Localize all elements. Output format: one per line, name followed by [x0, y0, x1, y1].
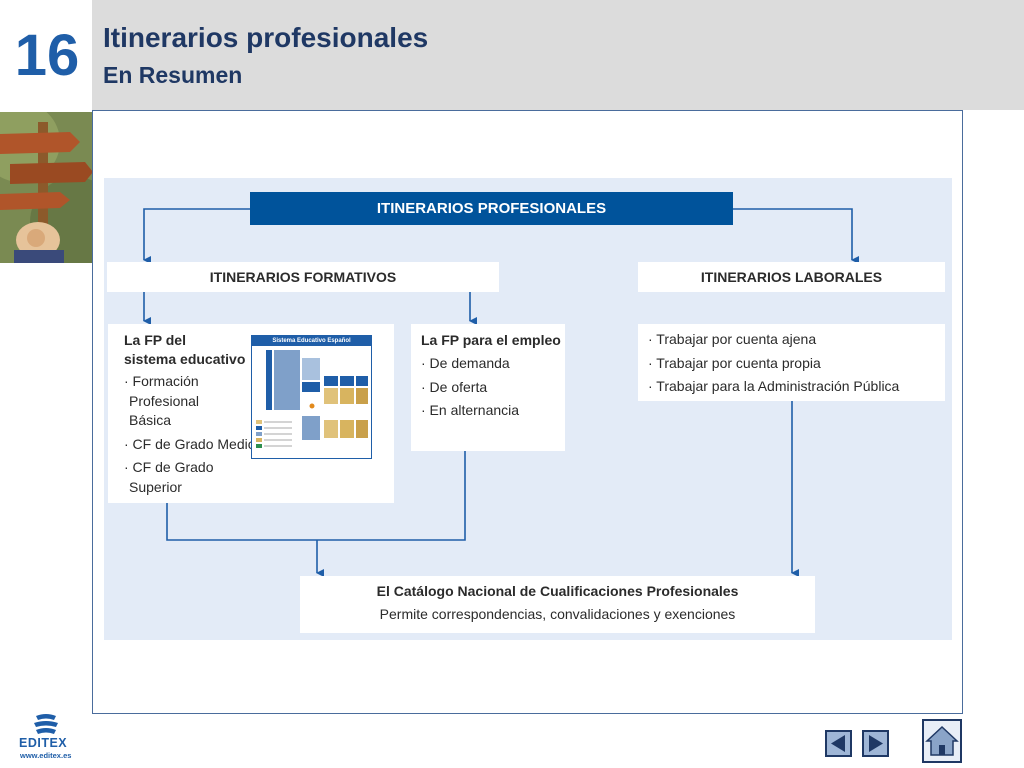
list-item: · De demanda: [421, 355, 510, 371]
list-item: Superior: [129, 478, 182, 495]
list-item: · Formación: [124, 373, 199, 389]
prev-button[interactable]: [825, 730, 852, 757]
thumbnail-title: Sistema Educativo Español: [252, 336, 371, 346]
thumbnail-graphic: [256, 350, 368, 448]
laborales-header: ITINERARIOS LABORALES: [638, 262, 945, 292]
fp-empleo-title: La FP para el empleo: [421, 332, 561, 348]
catalogo-box: El Catálogo Nacional de Cualificaciones …: [300, 576, 815, 633]
list-item: · En alternancia: [421, 402, 520, 418]
home-icon: [925, 725, 959, 756]
catalogo-title: El Catálogo Nacional de Cualificaciones …: [376, 583, 739, 599]
catalogo-subtitle: Permite correspondencias, convalidacione…: [379, 606, 736, 622]
home-button[interactable]: [922, 719, 962, 763]
triangle-right-icon: [869, 735, 883, 752]
laborales-box: · Trabajar por cuenta ajena · Trabajar p…: [638, 324, 945, 401]
formativos-header: ITINERARIOS FORMATIVOS: [107, 262, 499, 292]
editex-logo-icon: [34, 714, 58, 734]
next-button[interactable]: [862, 730, 889, 757]
fp-sistema-title-2: sistema educativo: [124, 351, 246, 367]
list-item: · Trabajar por cuenta propia: [648, 354, 821, 371]
chapter-number: 16: [14, 23, 80, 88]
root-node: ITINERARIOS PROFESIONALES: [250, 192, 733, 225]
page-title: Itinerarios profesionales: [103, 22, 429, 53]
fp-empleo-box: La FP para el empleo · De demanda · De o…: [411, 324, 565, 451]
sistema-educativo-thumbnail: Sistema Educativo Español: [251, 335, 372, 459]
list-item: Básica: [129, 412, 172, 428]
list-item: · Trabajar por cuenta ajena: [648, 331, 817, 347]
list-item: · De oferta: [421, 378, 488, 395]
page-subtitle: En Resumen: [103, 62, 243, 88]
triangle-left-icon: [831, 735, 845, 752]
list-item: · Trabajar para la Administración Públic…: [648, 378, 900, 394]
editex-logo: [18, 712, 78, 762]
list-item: · CF de Grado: [124, 459, 214, 475]
signpost-photo: [0, 112, 93, 263]
header-bar: [92, 0, 1024, 110]
list-item: · CF de Grado Medio: [124, 435, 256, 452]
editex-logo-text: EDITEX: [19, 736, 68, 750]
fp-sistema-title-1: La FP del: [124, 332, 186, 348]
editex-url: www.editex.es: [20, 751, 72, 760]
list-item: Profesional: [129, 392, 200, 409]
